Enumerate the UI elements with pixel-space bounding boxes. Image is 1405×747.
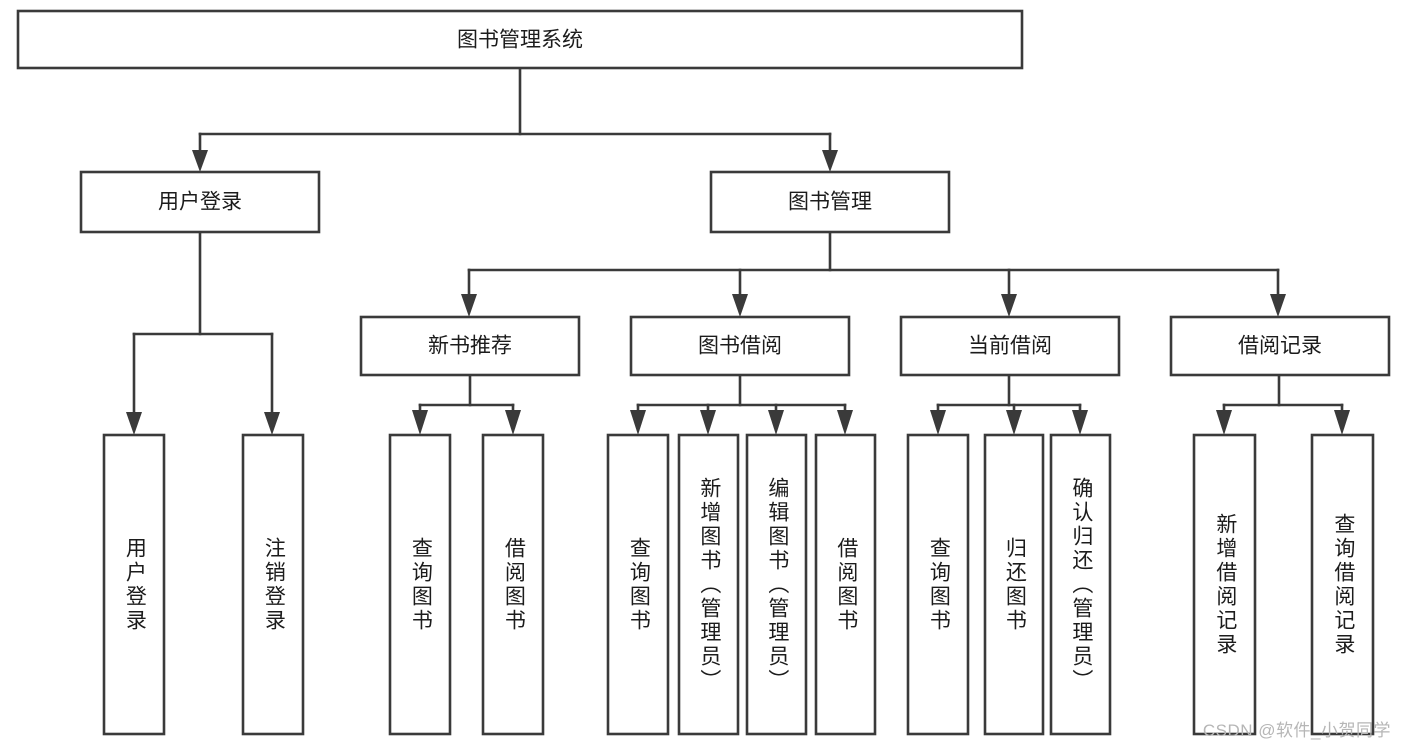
arrow-head-new-book-recommend [461, 294, 477, 317]
leaf-box-query-book-3[interactable] [906, 433, 970, 736]
node-user-login-label: 用户登录 [158, 191, 242, 214]
leaf-box-borrow-book-2[interactable] [814, 433, 877, 736]
connector-group-user-login [126, 230, 280, 435]
node-borrow-record-box[interactable] [1169, 315, 1391, 377]
arrow-head-book-manage [822, 150, 838, 172]
connector-group-book-manage [461, 230, 1286, 317]
leaf-box-user-login[interactable] [102, 433, 166, 736]
arrow-head-leaf-query-book-1 [412, 410, 428, 435]
node-current-borrow-box[interactable] [899, 315, 1121, 377]
leaf-box-group [102, 433, 1375, 736]
watermark-text: CSDN @软件_小贺同学 [1202, 721, 1391, 740]
arrow-head-leaf-borrow-book-2 [837, 410, 853, 435]
arrow-head-leaf-user-login [126, 412, 142, 435]
node-book-manage-box[interactable] [709, 170, 951, 234]
node-new-book-recommend[interactable]: 新书推荐 [359, 315, 581, 377]
arrow-head-leaf-logout [264, 412, 280, 435]
arrow-head-leaf-query-record [1334, 410, 1350, 435]
leaf-box-borrow-book-1[interactable] [481, 433, 545, 736]
node-book-borrow[interactable]: 图书借阅 [629, 315, 851, 377]
node-root[interactable]: 图书管理系统 [16, 9, 1024, 70]
connector-group-book-borrow [630, 373, 853, 435]
node-current-borrow-label: 当前借阅 [968, 335, 1052, 358]
connector-group-root [192, 66, 838, 172]
leaf-box-return-book[interactable] [983, 433, 1045, 736]
leaf-box-logout[interactable] [241, 433, 305, 736]
leaf-box-query-book-1[interactable] [388, 433, 452, 736]
arrow-head-current-borrow [1001, 294, 1017, 317]
arrow-head-leaf-confirm-return [1072, 410, 1088, 435]
connector-group-current-borrow [930, 373, 1088, 435]
arrow-head-leaf-add-record [1216, 410, 1232, 435]
node-new-book-recommend-box[interactable] [359, 315, 581, 377]
leaf-box-query-record[interactable] [1310, 433, 1375, 736]
node-book-manage-label: 图书管理 [788, 191, 872, 214]
connector-group-borrow-record [1216, 373, 1350, 435]
node-user-login[interactable]: 用户登录 [79, 170, 321, 234]
node-new-book-recommend-label: 新书推荐 [428, 335, 512, 358]
arrow-head-leaf-edit-book [768, 410, 784, 435]
arrow-head-leaf-query-book-2 [630, 410, 646, 435]
arrow-head-borrow-record [1270, 294, 1286, 317]
node-borrow-record-label: 借阅记录 [1238, 335, 1322, 358]
arrow-head-leaf-query-book-3 [930, 410, 946, 435]
arrow-head-book-borrow [732, 294, 748, 317]
arrow-head-leaf-add-book [700, 410, 716, 435]
node-borrow-record[interactable]: 借阅记录 [1169, 315, 1391, 377]
node-book-borrow-box[interactable] [629, 315, 851, 377]
leaf-box-query-book-2[interactable] [606, 433, 670, 736]
node-root-box[interactable] [16, 9, 1024, 70]
leaf-box-add-book[interactable] [677, 433, 740, 736]
node-book-manage[interactable]: 图书管理 [709, 170, 951, 234]
arrow-head-leaf-borrow-book-1 [505, 410, 521, 435]
node-user-login-box[interactable] [79, 170, 321, 234]
leaf-box-edit-book[interactable] [745, 433, 808, 736]
node-root-label: 图书管理系统 [457, 29, 583, 52]
node-current-borrow[interactable]: 当前借阅 [899, 315, 1121, 377]
connector-group-new-book-recommend [412, 373, 521, 435]
arrow-head-user-login [192, 150, 208, 172]
node-book-borrow-label: 图书借阅 [698, 335, 782, 358]
leaf-box-add-record[interactable] [1192, 433, 1257, 736]
arrow-head-leaf-return-book [1006, 410, 1022, 435]
leaf-box-confirm-return[interactable] [1049, 433, 1112, 736]
